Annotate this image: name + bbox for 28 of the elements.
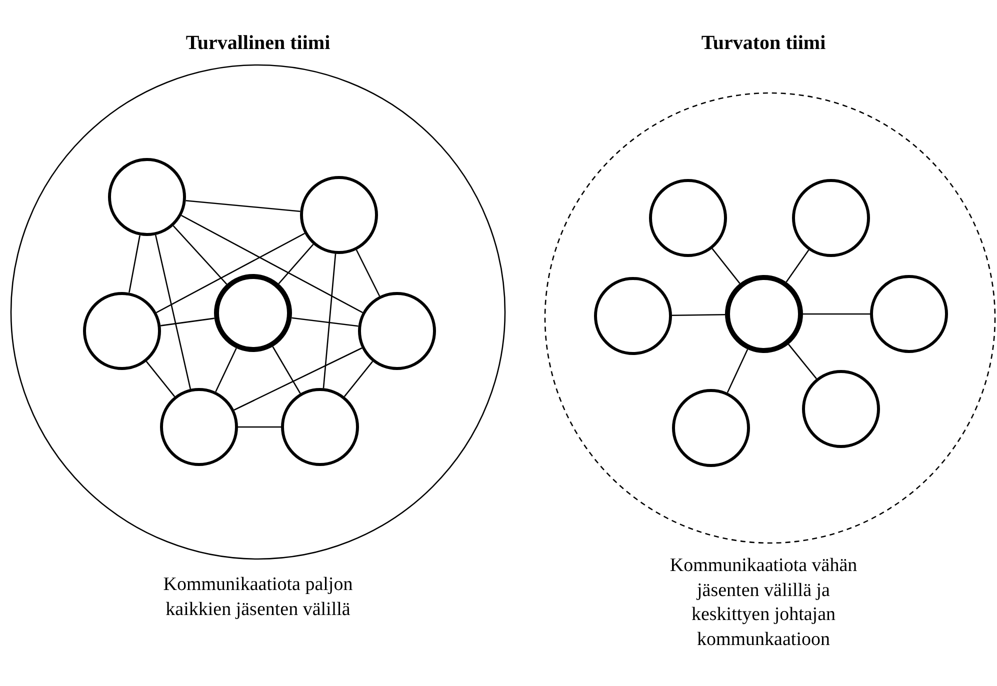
connector-line [786, 250, 810, 282]
connector-line [172, 225, 228, 285]
connector-line [322, 254, 336, 388]
connector-line [186, 200, 300, 212]
connector-line [672, 314, 726, 316]
connector-line [234, 347, 362, 411]
connector-line [712, 248, 740, 284]
team-title: Turvallinen tiimi [184, 32, 332, 55]
member-circle [214, 274, 292, 352]
connector-line [181, 214, 363, 314]
connector-line [272, 346, 301, 394]
connector-line [356, 250, 380, 296]
connector-line [726, 349, 748, 393]
team-caption: Kommunikaatiota vähän jäsenten välillä ja keskittyen johtajan kommunkaatioon [668, 554, 858, 652]
connector-line [154, 234, 192, 390]
team-title: Turvaton tiimi [700, 32, 827, 55]
connector-line [292, 317, 358, 327]
connector-line [238, 426, 281, 428]
connector-line [788, 344, 817, 380]
connector-line [146, 361, 176, 397]
connector-line [278, 244, 314, 284]
connector-line [215, 348, 237, 392]
team-caption: Kommunikaatiota paljon kaikkien jäsenten välillä [162, 573, 354, 622]
connector-line [344, 361, 374, 397]
connector-line [128, 235, 140, 293]
connector-line [160, 318, 214, 326]
connector-line [156, 232, 305, 314]
connector-line [803, 313, 870, 315]
